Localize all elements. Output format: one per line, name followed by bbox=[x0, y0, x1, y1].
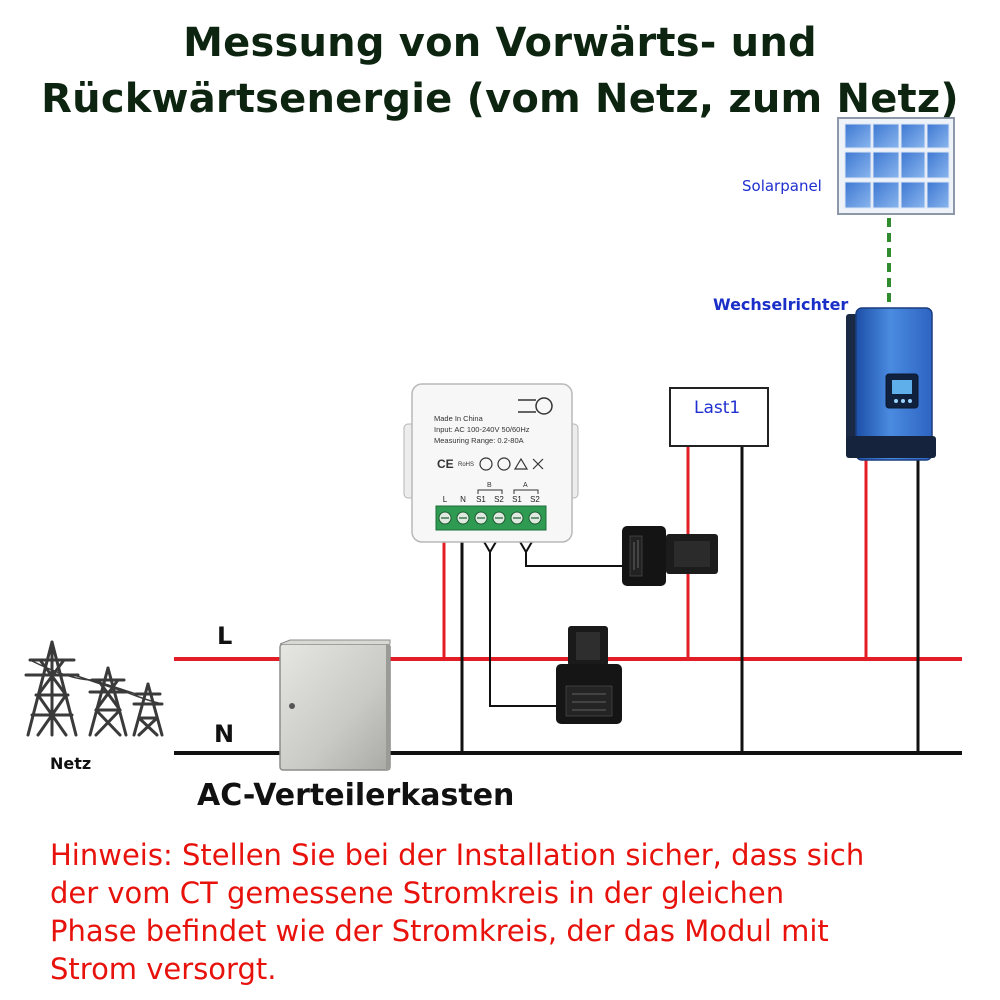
solar-panel-label: Solarpanel bbox=[742, 177, 822, 195]
module-made-in: Made In China bbox=[434, 414, 483, 423]
live-phase-label: L bbox=[217, 622, 233, 650]
power-tower-icon bbox=[24, 640, 164, 737]
installation-note: Hinweis: Stellen Sie bei der Installatio… bbox=[50, 836, 990, 988]
ce-mark: CE bbox=[437, 457, 454, 471]
grid-label: Netz bbox=[50, 754, 92, 773]
terminal-label: S2 bbox=[530, 495, 540, 504]
terminal-label: L bbox=[442, 495, 448, 504]
terminal-label: S1 bbox=[512, 495, 522, 504]
module-input-rating: Input: AC 100-240V 50/60Hz bbox=[434, 425, 530, 434]
channel-a-label: A bbox=[523, 482, 528, 489]
note-line: Hinweis: Stellen Sie bei der Installatio… bbox=[50, 838, 865, 872]
load-label: Last1 bbox=[694, 398, 741, 418]
solar-panel-icon bbox=[837, 117, 955, 215]
terminal-label: S2 bbox=[494, 495, 504, 504]
distribution-box-label: AC-Verteilerkasten bbox=[197, 778, 515, 813]
note-line: der vom CT gemessene Stromkreis in der g… bbox=[50, 876, 785, 910]
note-line: Phase befindet wie der Stromkreis, der d… bbox=[50, 914, 829, 948]
page-title: Messung von Vorwärts- und bbox=[183, 20, 817, 66]
ct-clamp-icon bbox=[622, 526, 718, 586]
channel-b-label: B bbox=[487, 482, 492, 489]
inverter-icon bbox=[846, 307, 936, 461]
page-title-line-2: Rückwärtsenergie (vom Netz, zum Netz) bbox=[41, 76, 959, 122]
inverter-label: Wechselrichter bbox=[713, 295, 849, 314]
note-line: Strom versorgt. bbox=[50, 952, 277, 986]
energy-meter-module-icon bbox=[403, 383, 579, 543]
terminal-label: S1 bbox=[476, 495, 486, 504]
ct-clamp-icon bbox=[556, 626, 622, 724]
neutral-phase-label: N bbox=[214, 720, 235, 748]
module-measuring-range: Measuring Range: 0.2-80A bbox=[434, 436, 524, 445]
terminal-label: N bbox=[460, 495, 466, 504]
ct-signal-wires bbox=[482, 539, 622, 707]
distribution-box-icon bbox=[279, 639, 391, 771]
rohs-mark: RoHS bbox=[458, 462, 475, 468]
load-box bbox=[669, 387, 769, 447]
